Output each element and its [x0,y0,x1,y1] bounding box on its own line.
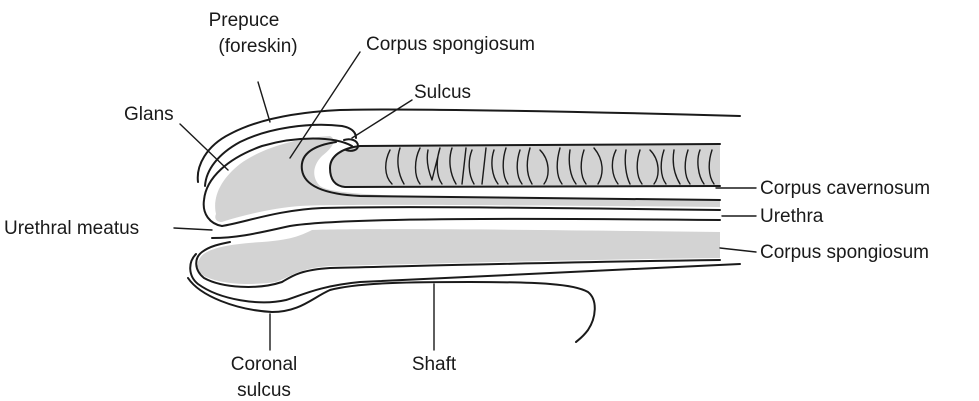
label-prepuce-line2: (foreskin) [218,36,297,57]
leader-sulcus [352,100,412,138]
label-coronal-line2: sulcus [237,380,291,401]
leader-prepuce [258,82,270,122]
label-corpus-spongiosum-right: Corpus spongiosum [760,242,929,263]
leader-corpus-spongiosum-right [720,248,756,252]
label-corpus-cavernosum: Corpus cavernosum [760,178,930,199]
leader-glans [180,124,228,170]
label-glans: Glans [124,104,174,125]
label-corpus-spongiosum-top: Corpus spongiosum [366,34,535,55]
lower-spongiosum-region [197,229,720,284]
leader-urethral-meatus [174,228,212,230]
urethra-upper-wall [222,207,720,226]
label-sulcus: Sulcus [414,82,471,103]
label-urethral-meatus: Urethral meatus [4,218,139,239]
label-prepuce-line1: Prepuce [209,10,280,31]
label-shaft: Shaft [412,354,457,375]
label-coronal-line1: Coronal [231,354,298,375]
label-urethra: Urethra [760,206,824,227]
